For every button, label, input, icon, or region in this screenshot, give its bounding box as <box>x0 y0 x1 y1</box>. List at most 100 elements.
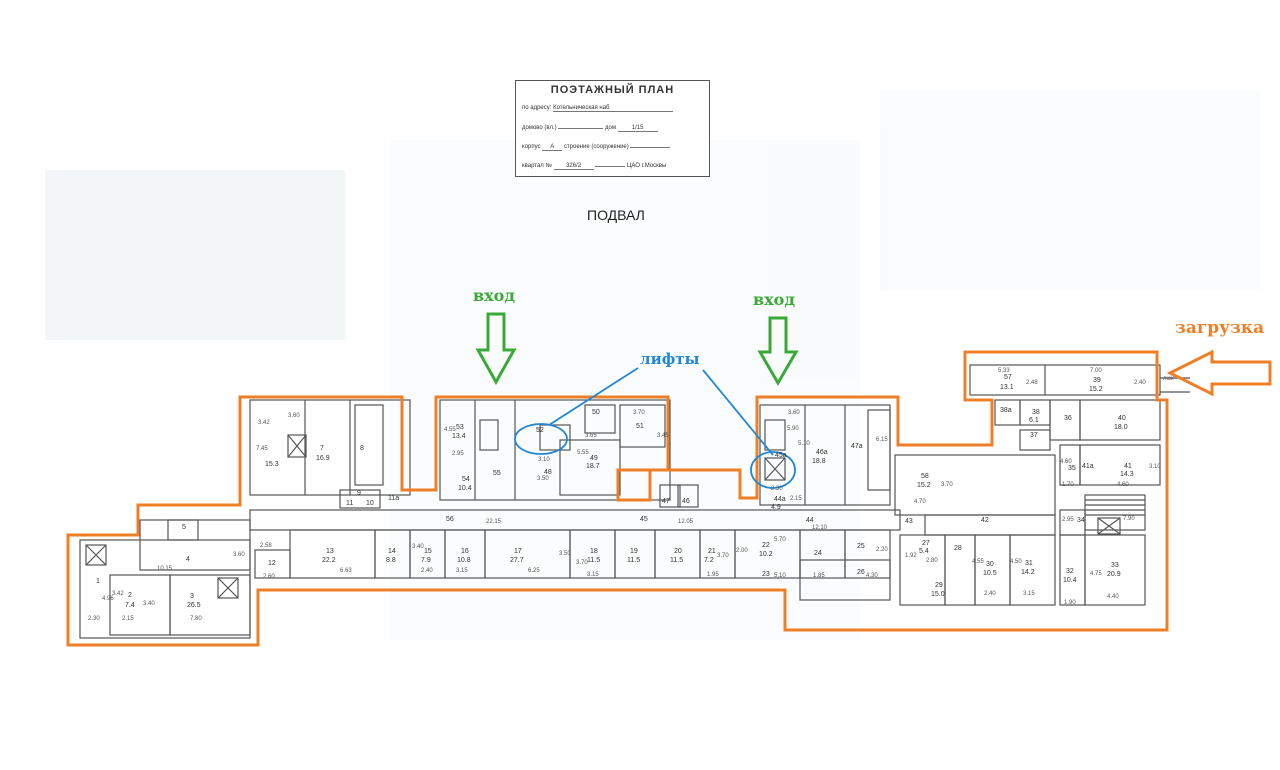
area-label: 15.3 <box>265 461 279 468</box>
room-label: 5 <box>182 524 186 531</box>
dimension: 1.92 <box>905 553 917 559</box>
room-label: 17 <box>514 548 522 555</box>
dimension: 6.25 <box>528 568 540 574</box>
dimension: 10.15 <box>157 566 173 572</box>
room-label: 13 <box>326 548 334 555</box>
dimension: 2.95 <box>1062 517 1074 523</box>
dimension: 4.55 <box>972 559 984 565</box>
dimension: 12.05 <box>678 519 694 525</box>
korpus-value: А <box>542 144 563 151</box>
area-label: 8.8 <box>386 557 396 564</box>
room-label: 15 <box>424 548 432 555</box>
area-label: 15.2 <box>1089 386 1103 393</box>
room-label: 28 <box>954 545 962 552</box>
dimension: 1.70 <box>1062 482 1074 488</box>
area-label: 7.9 <box>421 557 431 564</box>
dimension: 3.70 <box>576 560 588 566</box>
room-label: 23 <box>762 571 770 578</box>
dimension: 5.55 <box>577 450 589 456</box>
dimension: 3.70 <box>717 553 729 559</box>
room-label: 43 <box>905 518 913 525</box>
room-label: 57 <box>1004 374 1012 381</box>
title-block: ПОЭТАЖНЫЙ ПЛАН по адресу: Котельническая… <box>515 80 710 177</box>
dimension: 5.70 <box>774 537 786 543</box>
room-label: 32 <box>1066 568 1074 575</box>
area-label: 26.5 <box>187 602 201 609</box>
plan-walls <box>79 364 1190 639</box>
room-label: 29 <box>935 582 943 589</box>
room-label: 46 <box>682 498 690 505</box>
entrance-arrow-right <box>757 316 799 386</box>
lift-pointer-left <box>548 367 639 426</box>
room-label: 34 <box>1077 517 1085 524</box>
room-label: 31 <box>1025 560 1033 567</box>
dimension: 3.60 <box>233 552 245 558</box>
dimension: 2.15 <box>790 496 802 502</box>
dimension: 4.40 <box>1107 594 1119 600</box>
area-label: 20.9 <box>1107 571 1121 578</box>
room-label: 36 <box>1064 415 1072 422</box>
dimension: 3.60 <box>788 410 800 416</box>
area-label: 15.0 <box>931 591 945 598</box>
dimension: 2.20 <box>876 547 888 553</box>
area-label: 16.9 <box>316 455 330 462</box>
kvartal-row: квартал № 326/2 ЦАО г.Москвы <box>522 163 666 170</box>
area-label: 7.4 <box>125 602 135 609</box>
room-label: 4 <box>186 556 190 563</box>
dimension: 3.70 <box>941 482 953 488</box>
dimension: 7.00 <box>1090 368 1102 374</box>
loading-arrow <box>1166 349 1272 397</box>
dimension: 4.60 <box>1060 459 1072 465</box>
area-label: 27.7 <box>510 557 524 564</box>
dimension: 7.80 <box>190 616 202 622</box>
area-label: 10.2 <box>759 551 773 558</box>
room-label: 20 <box>674 548 682 555</box>
address-value: Котельническая наб <box>553 105 674 112</box>
area-label: 10.4 <box>458 485 472 492</box>
dimension: 2.00 <box>736 548 748 554</box>
area-label: 5.4 <box>919 548 929 555</box>
room-label: 12 <box>268 560 276 567</box>
dimension: 2.40 <box>421 568 433 574</box>
room-label: 11а <box>388 495 399 502</box>
area-label: 10.4 <box>1063 577 1077 584</box>
room-label: 8 <box>360 445 364 452</box>
room-label: 25 <box>857 543 865 550</box>
kvartal-label: квартал № <box>522 163 552 169</box>
dimension: 2.58 <box>260 543 272 549</box>
room-label: 47а <box>851 443 863 450</box>
room-label: 55 <box>493 470 501 477</box>
hatch-label: люк <box>1163 376 1174 382</box>
dimension: 2.80 <box>926 558 938 564</box>
room-label: 44а <box>774 496 786 503</box>
lift-circle-left <box>514 423 568 455</box>
room-label: 40 <box>1118 415 1126 422</box>
area-label: 11.5 <box>587 557 600 564</box>
district: ЦАО г.Москвы <box>626 163 667 169</box>
kvartal-value: 326/2 <box>553 163 594 170</box>
dimension: 3.15 <box>456 568 468 574</box>
room-label: 54 <box>462 476 470 483</box>
address-label: по адресу: <box>522 105 552 111</box>
dimension: 4.70 <box>914 499 926 505</box>
dimension: 2.48 <box>1026 380 1038 386</box>
dimension: 4.30 <box>866 573 878 579</box>
room-label: 18 <box>590 548 598 555</box>
area-labels: 7.4 26.5 15.3 16.9 22.2 8.8 7.9 10.8 27.… <box>125 384 1134 609</box>
house-label: домово (вл.) <box>522 125 557 131</box>
dimension: 22.15 <box>486 519 502 525</box>
room-label: 26 <box>857 569 865 576</box>
dimension: 3.65 <box>585 433 597 439</box>
dimension: 6.63 <box>340 568 352 574</box>
dimension: 2.95 <box>452 451 464 457</box>
dimension: 3.40 <box>143 601 155 607</box>
room-label: 51 <box>636 423 644 430</box>
room-label: 56 <box>446 516 454 523</box>
dimension: 1.90 <box>1064 600 1076 606</box>
area-label: 11.5 <box>627 557 640 564</box>
dimension: 7.45 <box>256 446 268 452</box>
dimension: 4.96 <box>102 596 114 602</box>
room-label: 2 <box>128 592 132 599</box>
dimension: 2.15 <box>122 616 134 622</box>
room-label: 7 <box>320 445 324 452</box>
